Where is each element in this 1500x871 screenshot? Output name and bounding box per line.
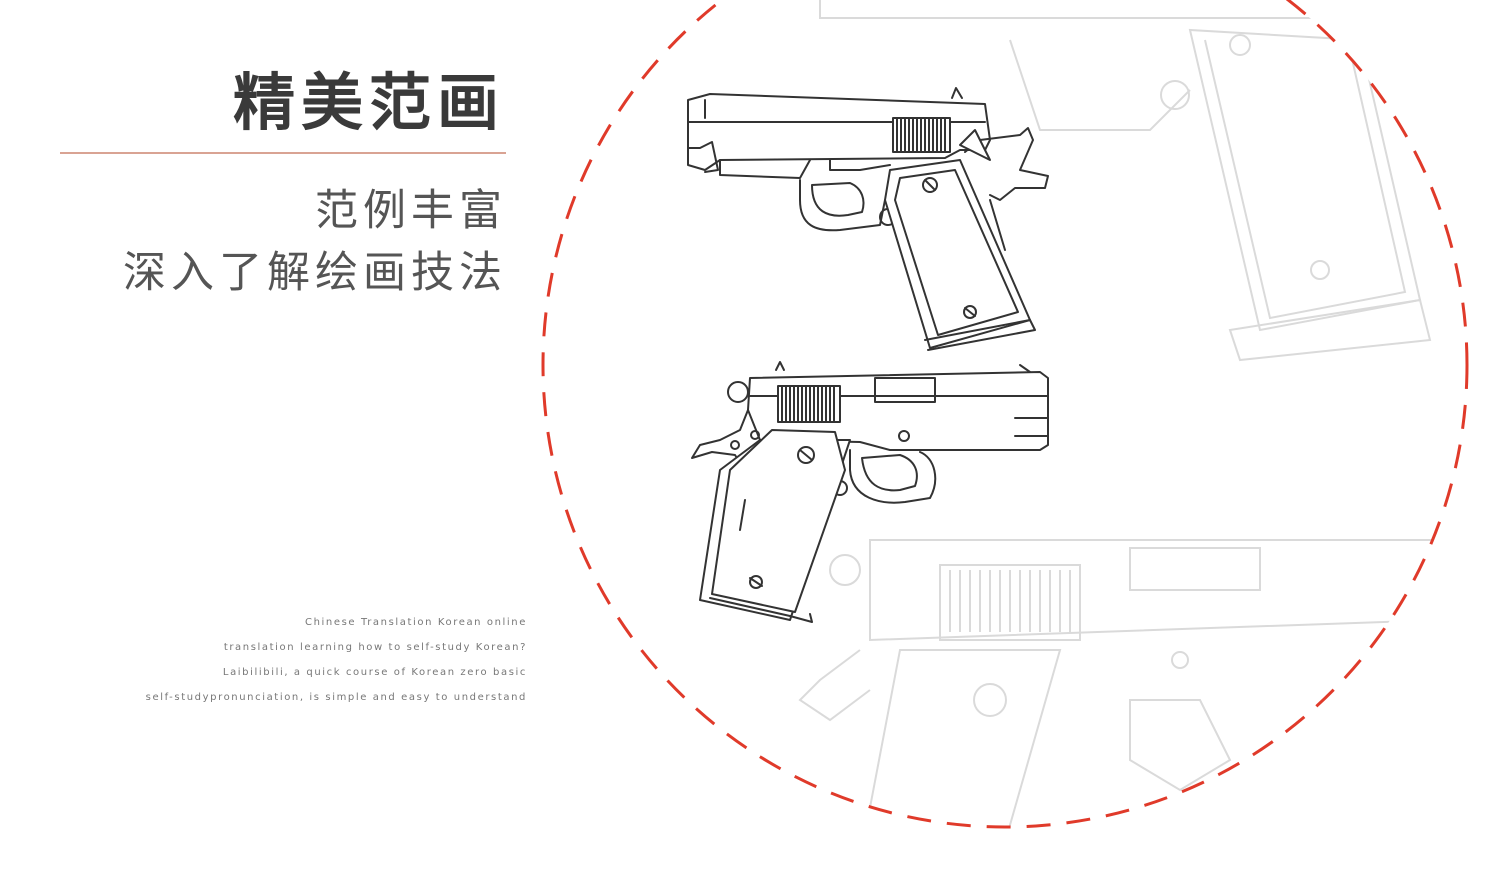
caption-line: Chinese Translation Korean online [305,617,527,628]
caption-line: Laibilibili, a quick course of Korean ze… [222,667,527,678]
top-pistol-drawing [687,87,1049,351]
title-divider [60,152,506,154]
caption-line: translation learning how to self-study K… [223,642,527,653]
english-caption: Chinese Translation Korean online transl… [146,610,527,710]
subtitle-line: 深入了解绘画技法 [123,248,507,298]
bottom-pistol-drawing [691,361,1049,623]
caption-line: self-studypronunciation, is simple and e… [145,692,527,703]
page-title: 精美范画 [232,66,505,139]
background-pistol-drawing [798,0,1461,827]
dashed-circle-frame [541,0,1469,829]
subtitle-line: 范例丰富 [315,186,507,236]
subtitle-block: 范例丰富 深入了解绘画技法 [123,180,507,304]
